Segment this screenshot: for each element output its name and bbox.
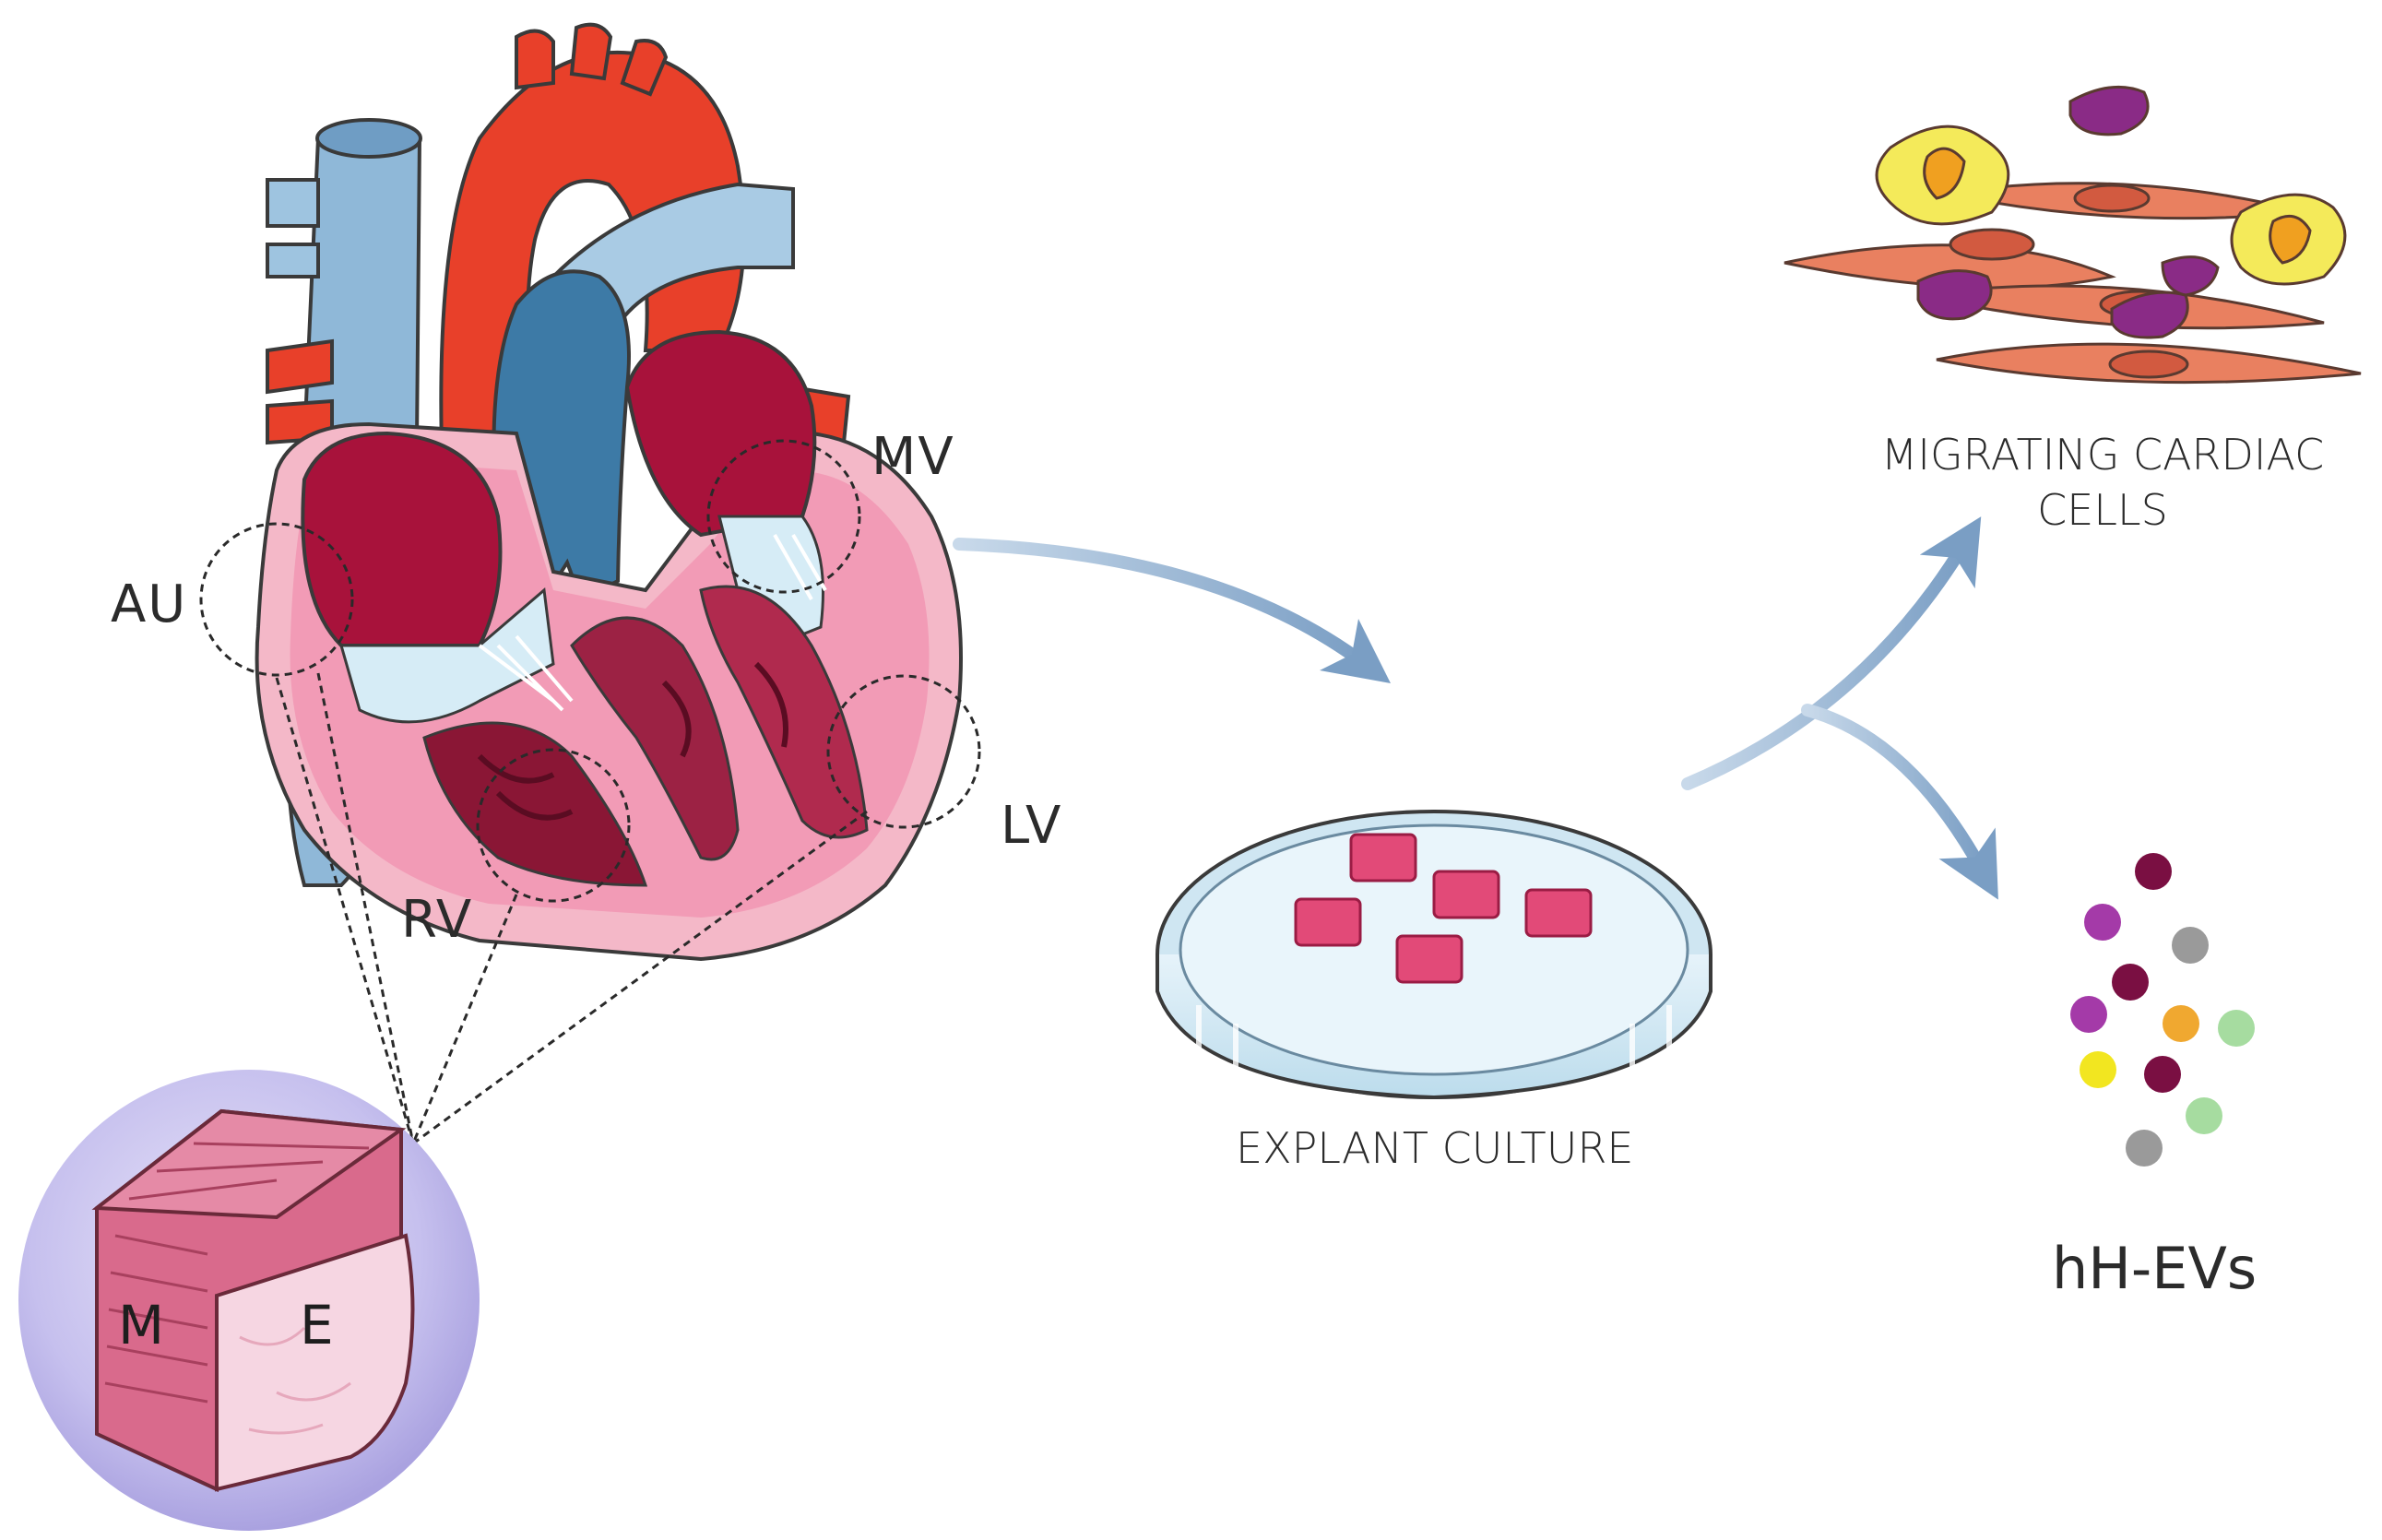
caption-migrating-line2: CELLS — [2037, 485, 2168, 535]
migrating-cells-cluster — [1784, 85, 2362, 385]
caption-explant-culture: EXPLANT CULTURE — [1236, 1123, 1634, 1173]
caption-evs: hH-EVs — [2052, 1235, 2258, 1302]
label-myocardium: M — [118, 1294, 165, 1356]
label-rv: RV — [401, 890, 474, 950]
label-lv: LV — [1001, 796, 1063, 856]
au-region-circle — [199, 522, 354, 677]
arrow-to-cells — [1681, 516, 1982, 790]
arrow-to-culture — [953, 538, 1392, 683]
zoom-connector-lines — [275, 672, 868, 1145]
mv-region-circle — [706, 439, 861, 594]
label-endocardium: E — [300, 1294, 334, 1356]
petri-dish — [1155, 810, 1712, 1100]
lv-region-circle — [826, 674, 981, 829]
left-atrium — [624, 329, 817, 538]
label-mv: MV — [871, 427, 955, 487]
septum — [570, 616, 740, 861]
pulmonary-vein-left — [266, 178, 320, 228]
right-atrium — [301, 431, 503, 647]
explant-pieces — [1294, 833, 1593, 984]
rv-region-circle — [476, 748, 631, 903]
ev-particles — [2070, 853, 2255, 1167]
caption-migrating-line1: MIGRATING CARDIAC — [1880, 430, 2325, 480]
label-au: AU — [111, 575, 188, 634]
caption-migrating-cells: MIGRATING CARDIAC CELLS — [1854, 433, 2352, 531]
endocardium-layer — [215, 1233, 415, 1492]
tissue-section-inset — [18, 1070, 480, 1531]
right-ventricle-chamber — [422, 721, 648, 887]
arrow-to-evs — [1801, 704, 1998, 900]
heart-illustration — [199, 22, 981, 1145]
